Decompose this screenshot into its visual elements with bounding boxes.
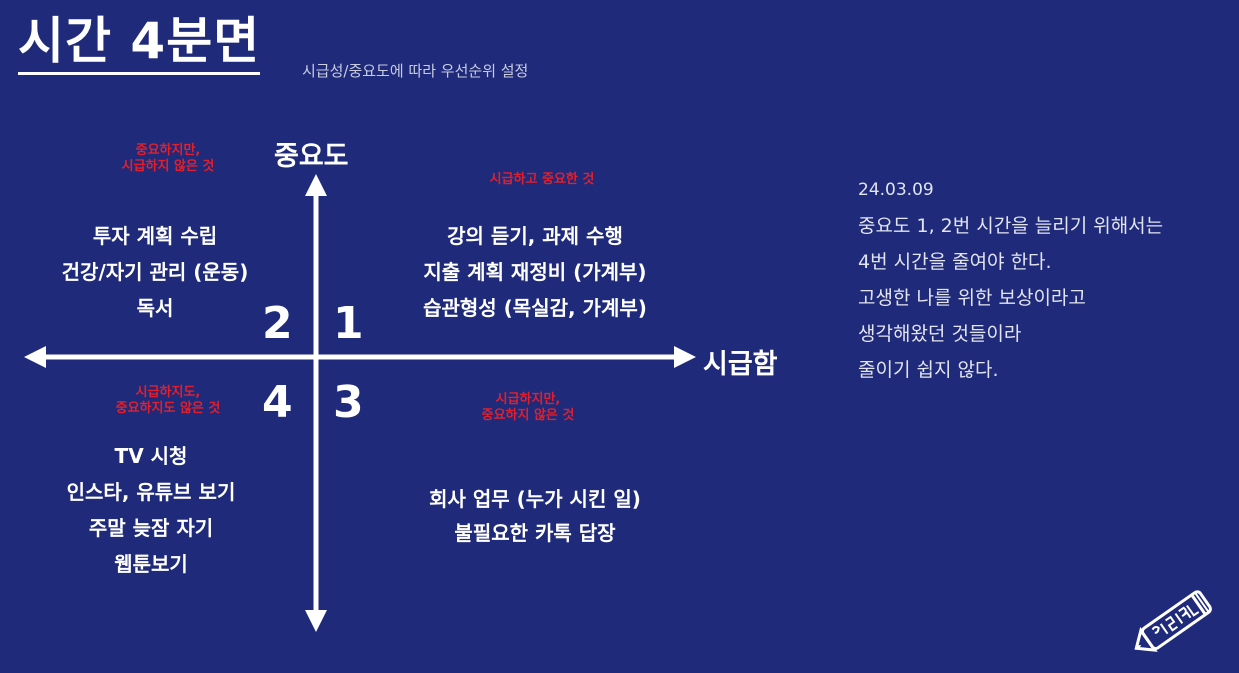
- list-item: TV 시청: [114, 444, 188, 468]
- pencil-logo-icon: [1134, 590, 1212, 652]
- list-item: 강의 듣기, 과제 수행: [447, 224, 623, 248]
- list-item: 습관형성 (목실감, 가계부): [423, 296, 647, 320]
- x-axis-arrow-left: [24, 346, 46, 368]
- x-axis-label: 시급함: [703, 349, 778, 380]
- note-line: 줄이기 쉽지 않다.: [858, 359, 999, 381]
- side-note: 24.03.09 중요도 1, 2번 시간을 늘리기 위해서는 4번 시간을 줄…: [858, 172, 1163, 388]
- caption-line: 중요하지도 않은 것: [115, 400, 221, 416]
- quadrant-3-caption: 시급하지만, 중요하지 않은 것: [438, 392, 618, 423]
- list-item: 투자 계획 수립: [92, 224, 218, 248]
- quadrant-2-caption: 중요하지만, 시급하지 않은 것: [78, 143, 258, 174]
- caption-line: 시급하지만,: [495, 392, 561, 407]
- list-item: 불필요한 카톡 답장: [454, 521, 616, 545]
- caption-line: 시급하고 중요한 것: [489, 172, 595, 187]
- y-axis-arrow-down: [305, 610, 327, 632]
- caption-line: 시급하지도,: [135, 385, 201, 400]
- caption-line: 시급하지 않은 것: [121, 158, 215, 174]
- quadrant-4-items: TV 시청 인스타, 유튜브 보기 주말 늦잠 자기 웹툰보기: [20, 438, 282, 582]
- quadrant-3-items: 회사 업무 (누가 시킨 일) 불필요한 카톡 답장: [390, 482, 680, 550]
- quadrant-4-caption: 시급하지도, 중요하지도 않은 것: [68, 385, 268, 416]
- note-line: 고생한 나를 위한 보상이라고: [858, 287, 1086, 309]
- quadrant-3-number: 3: [333, 377, 364, 428]
- note-line: 4번 시간을 줄여야 한다.: [858, 251, 1052, 273]
- list-item: 주말 늦잠 자기: [88, 516, 214, 540]
- list-item: 웹툰보기: [114, 552, 188, 576]
- quadrant-4-number: 4: [262, 377, 293, 428]
- quadrant-1-items: 강의 듣기, 과제 수행 지출 계획 재정비 (가계부) 습관형성 (목실감, …: [395, 218, 675, 326]
- list-item: 독서: [136, 296, 174, 320]
- quadrant-1-number: 1: [333, 298, 364, 349]
- list-item: 건강/자기 관리 (운동): [61, 260, 249, 284]
- list-item: 인스타, 유튜브 보기: [66, 480, 236, 504]
- page-subtitle: 시급성/중요도에 따라 우선순위 설정: [302, 62, 529, 80]
- note-date: 24.03.09: [858, 180, 934, 200]
- x-axis-arrow-right: [674, 346, 696, 368]
- caption-line: 중요하지 않은 것: [481, 407, 575, 423]
- y-axis-arrow-up: [305, 174, 327, 196]
- y-axis-label: 중요도: [274, 141, 349, 172]
- note-line: 중요도 1, 2번 시간을 늘리기 위해서는: [858, 215, 1164, 237]
- list-item: 지출 계획 재정비 (가계부): [423, 260, 647, 284]
- quadrant-1-caption: 시급하고 중요한 것: [452, 172, 632, 188]
- quadrant-2-number: 2: [262, 298, 293, 349]
- note-line: 생각해왔던 것들이라: [858, 323, 1022, 345]
- list-item: 회사 업무 (누가 시킨 일): [429, 487, 641, 511]
- quadrant-2-items: 투자 계획 수립 건강/자기 관리 (운동) 독서: [20, 218, 290, 326]
- page-title: 시간 4분면: [18, 16, 261, 75]
- caption-line: 중요하지만,: [135, 143, 201, 158]
